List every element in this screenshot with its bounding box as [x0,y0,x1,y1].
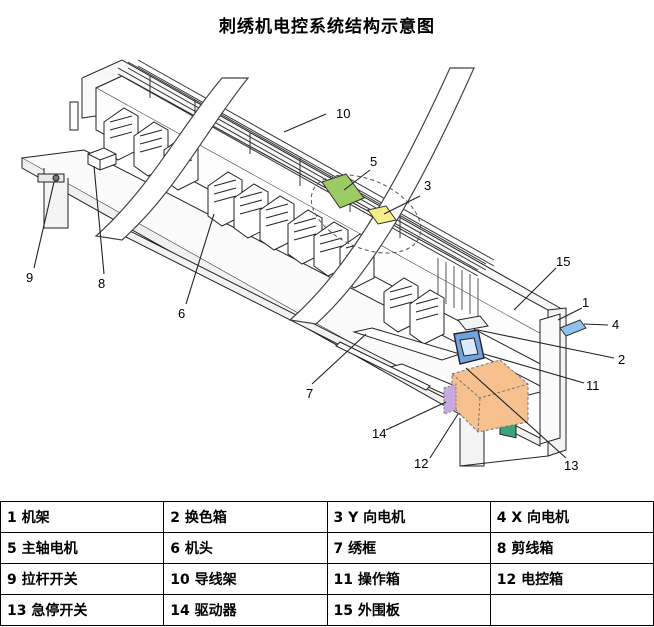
diagram-title: 刺绣机电控系统结构示意图 [219,17,435,37]
legend-row: 1 机架 2 换色箱 3 Y 向电机 4 X 向电机 [0,501,654,533]
callout-15: 15 [556,254,570,269]
callout-5: 5 [370,154,377,169]
legend-cell: 11 操作箱 [326,563,491,595]
x-direction-motor [559,319,587,337]
legend-cell: 5 主轴电机 [0,532,165,564]
legend-cell: 8 剪线箱 [489,532,654,564]
machine-head [409,289,445,345]
legend-row: 5 主轴电机 6 机头 7 绣框 8 剪线箱 [0,532,654,564]
spindle-motor [321,173,365,209]
legend-cell: 1 机架 [0,501,165,533]
callout-14: 14 [372,426,386,441]
driver [443,383,457,415]
operation-box [453,329,485,365]
legend-cell: 3 Y 向电机 [326,501,491,533]
wire-guide-rack [117,59,495,277]
thread-cylinder [69,101,79,131]
motor-region-outline [310,174,422,254]
embroidery-machine-diagram: 10 5 3 15 1 4 2 11 13 12 14 7 6 8 9 [20,59,625,473]
y-direction-motor [367,205,397,225]
lever-switch [37,173,65,183]
component-legend-table: 1 机架 2 换色箱 3 Y 向电机 4 X 向电机 5 主轴电机 6 机头 7… [0,501,654,626]
embroidery-frame [335,327,462,395]
callout-3: 3 [424,178,431,193]
legend-cell [489,594,654,626]
callout-6: 6 [178,306,185,321]
callout-2: 2 [618,352,625,367]
legend-cell: 10 导线架 [163,563,328,595]
legend-cell: 14 驱动器 [163,594,328,626]
callout-12: 12 [414,456,428,471]
thread-stand [437,258,479,318]
legend-cell: 12 电控箱 [489,563,654,595]
legend-cell: 13 急停开关 [0,594,165,626]
legend-row: 13 急停开关 14 驱动器 15 外围板 [0,594,654,626]
callout-1: 1 [582,295,589,310]
callout-8: 8 [98,276,105,291]
callout-13: 13 [564,458,578,473]
callout-7: 7 [306,386,313,401]
callout-10: 10 [336,106,350,121]
legend-cell: 15 外围板 [326,594,491,626]
leader-lines [33,113,615,459]
legend-row: 9 拉杆开关 10 导线架 11 操作箱 12 电控箱 [0,563,654,595]
thread-trimming-box [87,147,117,171]
legend-cell: 6 机头 [163,532,328,564]
callout-9: 9 [26,270,33,285]
legend-cell: 2 换色箱 [163,501,328,533]
legend-cell: 7 绣框 [326,532,491,564]
break-curves [94,67,475,325]
legend-cell: 9 拉杆开关 [0,563,165,595]
callout-11: 11 [586,378,600,393]
callout-4: 4 [612,317,619,332]
legend-cell: 4 X 向电机 [489,501,654,533]
color-change-box [457,315,489,331]
